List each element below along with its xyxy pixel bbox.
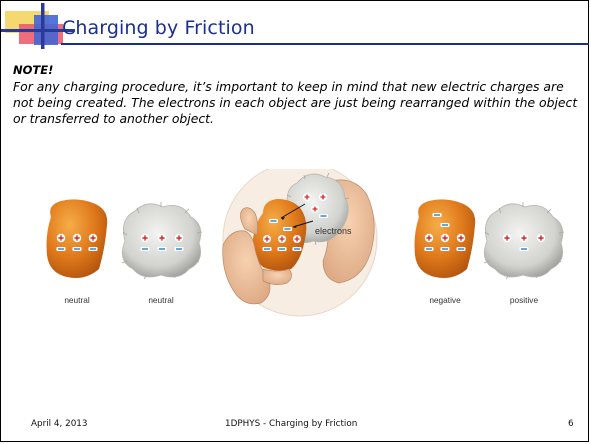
caption-neutral-amber: neutral	[64, 295, 90, 305]
note-body: For any charging procedure, it’s importa…	[13, 79, 579, 127]
note-heading: NOTE!	[13, 63, 53, 77]
caption-negative: negative	[429, 295, 461, 305]
caption-positive: positive	[510, 295, 539, 305]
title-rule	[61, 43, 589, 45]
footer-page-number: 6	[568, 419, 574, 429]
logo-vertical-bar	[41, 3, 45, 49]
rubbing-scene	[223, 169, 377, 316]
slide-title: Charging by Friction	[62, 17, 255, 39]
caption-neutral-fur: neutral	[148, 295, 174, 305]
footer-course: 1DPHYS - Charging by Friction	[225, 419, 357, 429]
footer-date: April 4, 2013	[31, 419, 87, 429]
charging-figure: neutral neutral	[1, 169, 591, 319]
electrons-label: electrons	[315, 226, 352, 236]
left-fingers	[263, 269, 292, 285]
